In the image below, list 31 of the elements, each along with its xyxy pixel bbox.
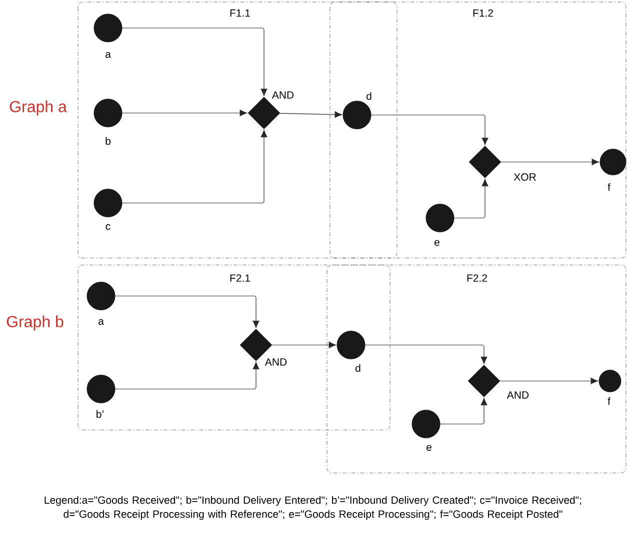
caption: Legend:a="Goods Received"; b="Inbound Delivery Entered"; b’="Inbound Delivery Created"; c="Invoice Received"; d="Goods Receipt Processing with Reference"; e="Goods Receipt Processing"; f="Goods Receipt Posted" xyxy=(44,496,582,520)
arrow xyxy=(370,114,488,146)
node-label: b’ xyxy=(96,410,104,418)
arrow xyxy=(440,398,488,424)
node-label: AND xyxy=(272,91,294,99)
node-label: AND xyxy=(506,391,529,399)
arrow xyxy=(280,111,342,118)
arrow xyxy=(500,158,600,166)
node-label: b xyxy=(106,137,110,145)
node-label: e xyxy=(434,240,440,246)
node-label: f xyxy=(608,183,610,191)
arrow xyxy=(122,130,268,204)
node-label: f xyxy=(608,397,610,405)
node-label: d xyxy=(366,92,372,100)
graph-label: Graph a xyxy=(10,100,67,116)
arrow xyxy=(364,344,488,364)
node-label: a xyxy=(106,52,111,58)
arrow xyxy=(122,28,268,96)
node-label: AND xyxy=(264,358,287,366)
node-label: c xyxy=(106,224,110,230)
arrow xyxy=(122,110,248,116)
node-label: XOR xyxy=(514,173,536,181)
node-label: a xyxy=(98,319,104,325)
arrow xyxy=(500,378,598,384)
arrow xyxy=(114,362,260,390)
arrow xyxy=(454,178,488,218)
arrow xyxy=(114,296,260,328)
node-label: d xyxy=(356,364,360,372)
node-label: e xyxy=(426,445,432,451)
arrow xyxy=(272,342,336,348)
graph-label: Graph b xyxy=(6,316,64,330)
